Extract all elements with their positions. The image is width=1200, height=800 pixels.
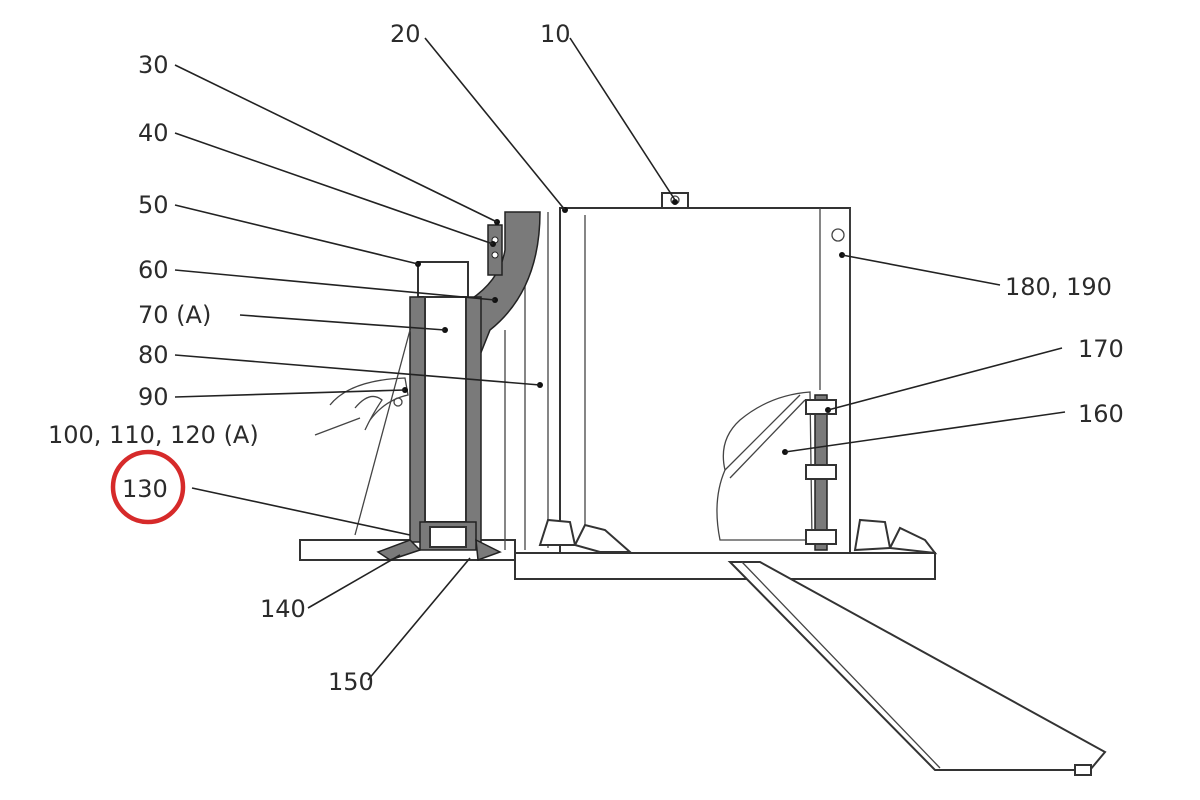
tube-wall-left [409, 296, 426, 543]
ramp-plank [727, 561, 1107, 771]
cutaway-outline [716, 391, 813, 541]
tube-wall-right [465, 296, 482, 543]
label-70-a: 70 (A) [138, 301, 211, 329]
left-weld [376, 539, 422, 561]
handle-pin [314, 417, 361, 436]
handle-bolt [393, 397, 403, 407]
bolt-nut-2 [805, 464, 837, 480]
right-weld [475, 538, 502, 562]
tube-bottom-insert [429, 526, 467, 548]
main-base-plate [514, 552, 936, 580]
side-hole [831, 228, 845, 242]
label-50: 50 [138, 191, 169, 219]
label-80: 80 [138, 341, 169, 369]
label-20: 20 [390, 20, 421, 48]
handle-outline [329, 377, 409, 421]
tube-bore [424, 296, 467, 523]
right-foot-2 [888, 526, 938, 555]
main-housing [559, 207, 851, 554]
label-180-190: 180, 190 [1005, 273, 1112, 301]
seal-stack [487, 224, 503, 276]
left-foot [538, 518, 577, 546]
seal-bead-2 [491, 251, 499, 259]
label-150: 150 [328, 668, 374, 696]
label-60: 60 [138, 256, 169, 284]
label-160: 160 [1078, 400, 1124, 428]
callout-labels: 10 20 30 40 50 60 70 (A) 80 90 100, 110,… [48, 20, 1124, 696]
bolt-nut-1 [805, 399, 837, 415]
label-100-110-120-a: 100, 110, 120 (A) [48, 421, 259, 449]
tube-top-cap [417, 261, 469, 298]
handle-hook [354, 395, 383, 431]
label-130: 130 [122, 475, 168, 503]
label-30: 30 [138, 51, 169, 79]
cutaway-brace-2 [729, 399, 806, 479]
highlight-circle [110, 449, 186, 525]
label-90: 90 [138, 383, 169, 411]
label-10: 10 [540, 20, 571, 48]
leader-lines [174, 37, 1066, 681]
diagonal-strut [354, 329, 411, 536]
ramp-edge-line [741, 561, 941, 769]
label-40: 40 [138, 119, 169, 147]
right-foot [853, 518, 892, 552]
cutaway-brace [724, 394, 801, 471]
bolt-nut-3 [805, 529, 837, 545]
left-foot-2 [573, 523, 633, 553]
assembly-drawing [299, 192, 1107, 776]
ramp-foot [1074, 764, 1092, 776]
label-170: 170 [1078, 335, 1124, 363]
label-140: 140 [260, 595, 306, 623]
